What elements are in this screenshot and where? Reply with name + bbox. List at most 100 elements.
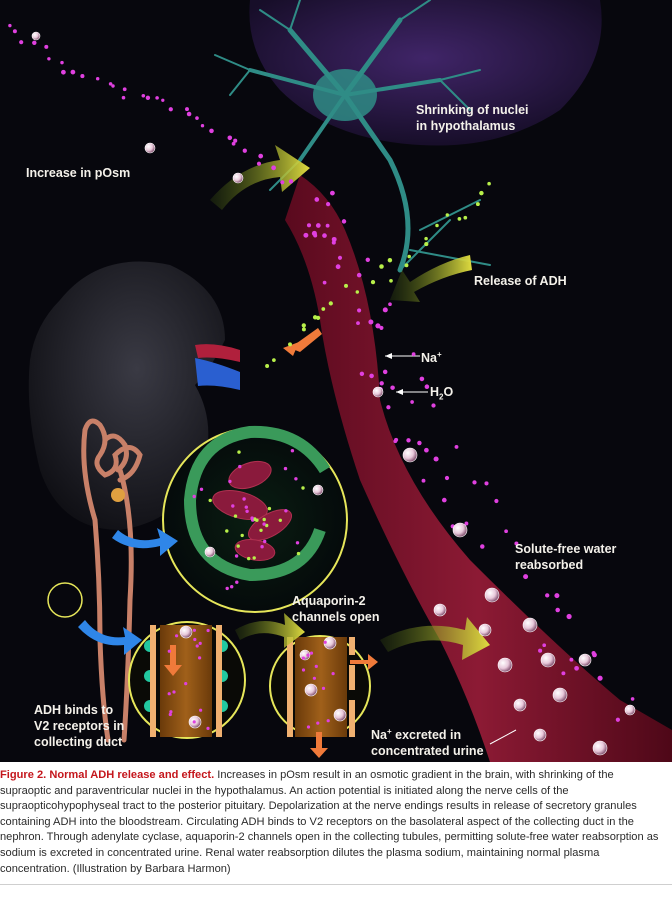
sodium-particle	[61, 69, 66, 75]
water-molecule	[31, 31, 41, 41]
adh-illustration	[8, 0, 672, 762]
sodium-particle	[382, 307, 388, 313]
sodium-particle	[424, 447, 429, 453]
sodium-particle	[566, 613, 572, 620]
h2o-pointer-head	[396, 389, 403, 395]
glomerulus-particle	[284, 509, 288, 513]
label-adh-binds-line2: V2 receptors in	[34, 719, 125, 733]
adh-granule	[370, 279, 376, 285]
duct-sodium	[175, 634, 179, 638]
sodium-particle	[419, 376, 425, 382]
glomerulus-particle	[225, 529, 229, 533]
label-solute-free-line2: reabsorbed	[515, 558, 584, 572]
sodium-particle	[424, 384, 430, 389]
sodium-particle	[8, 23, 12, 28]
duct-sodium	[184, 682, 188, 686]
glomerulus-particle	[250, 516, 254, 520]
sodium-particle	[280, 180, 285, 185]
sodium-particle	[12, 29, 17, 34]
water-molecule	[304, 683, 318, 697]
sodium-particle	[390, 385, 395, 390]
sodium-particle	[195, 116, 199, 120]
sodium-particle	[330, 190, 335, 196]
sodium-particle	[484, 481, 489, 486]
duct-sodium	[192, 628, 196, 632]
caption-credit: (Illustration by Barbara Harmon)	[69, 862, 231, 875]
sodium-particle	[615, 717, 621, 722]
glomerulus-particle	[295, 541, 300, 545]
sodium-particle	[47, 57, 51, 61]
duct-sodium	[198, 641, 202, 646]
label-na: Na+	[421, 347, 442, 366]
sodium-particle	[231, 141, 236, 146]
label-na-excreted-na: Na	[371, 728, 387, 743]
label-h2o: H2O	[430, 384, 453, 406]
sodium-particle	[168, 107, 173, 112]
duct-sodium	[309, 651, 314, 655]
sodium-particle	[444, 475, 450, 481]
glomerulus-particle	[228, 479, 232, 484]
glomerulus-particle	[192, 494, 196, 499]
adh-granule	[445, 213, 450, 217]
particles	[8, 23, 636, 756]
sodium-particle	[472, 480, 477, 485]
figure-caption: Figure 2. Normal ADH release and effect.…	[0, 764, 670, 877]
sodium-particle	[431, 403, 436, 408]
sodium-particle	[258, 153, 264, 159]
adh-granule	[404, 263, 409, 268]
glomerulus-particle	[263, 539, 267, 544]
adh-granule	[301, 327, 306, 332]
adh-granule	[355, 290, 360, 294]
sodium-particle	[379, 325, 384, 330]
illustration: Shrinking of nuclei in hypothalamus Incr…	[0, 0, 672, 762]
adh-granule	[379, 264, 384, 269]
label-solute-free-line1: Solute-free water	[515, 542, 617, 556]
duct-sodium	[301, 668, 306, 672]
duct-sodium	[306, 725, 311, 729]
sodium-particle	[504, 529, 508, 534]
sodium-particle	[514, 541, 519, 546]
sodium-particle	[95, 76, 100, 81]
sodium-particle	[80, 74, 85, 79]
sodium-particle	[200, 123, 205, 128]
kidney	[28, 261, 225, 530]
sodium-particle	[441, 497, 447, 503]
duct-sodium	[321, 686, 326, 691]
label-na-excreted-sup: +	[386, 727, 392, 736]
glomerulus-particle	[294, 477, 298, 481]
bottom-rule	[0, 884, 672, 885]
label-shrinking-line2: in hypothalamus	[416, 119, 516, 133]
duct-sodium	[193, 637, 197, 642]
sodium-particle	[242, 148, 247, 153]
sodium-particle	[155, 96, 159, 100]
sodium-particle	[379, 381, 384, 386]
glomerulus-particle	[259, 528, 263, 532]
water-molecule	[372, 386, 384, 398]
sodium-particle	[538, 648, 543, 653]
arrow-increase-posm	[210, 145, 310, 210]
glomerulus-particle	[253, 517, 257, 521]
label-na-excreted-line2: concentrated urine	[371, 744, 484, 759]
duct-sodium	[167, 649, 171, 653]
sodium-particle	[141, 94, 146, 98]
water-molecule	[452, 522, 468, 538]
duct-sodium	[192, 720, 196, 724]
label-adh-binds-line3: collecting duct	[34, 735, 123, 749]
water-molecule	[522, 617, 538, 633]
water-molecule	[478, 623, 492, 637]
label-solute-free: Solute-free water reabsorbed	[515, 541, 616, 573]
arrow-to-vessel	[380, 617, 490, 660]
water-molecule	[402, 447, 418, 463]
water-molecule	[179, 625, 193, 639]
nephron	[81, 418, 143, 743]
adh-granule	[344, 283, 348, 288]
sodium-particle	[325, 223, 330, 228]
adh-granule	[479, 190, 484, 196]
label-adh-binds: ADH binds to V2 receptors in collecting …	[34, 702, 124, 750]
renal-artery	[195, 344, 240, 362]
glomerulus-particle	[262, 522, 266, 526]
adh-granule	[312, 315, 318, 320]
glomerulus-particle	[240, 533, 244, 538]
sodium-particle	[356, 272, 362, 278]
adh-granule	[387, 257, 393, 263]
